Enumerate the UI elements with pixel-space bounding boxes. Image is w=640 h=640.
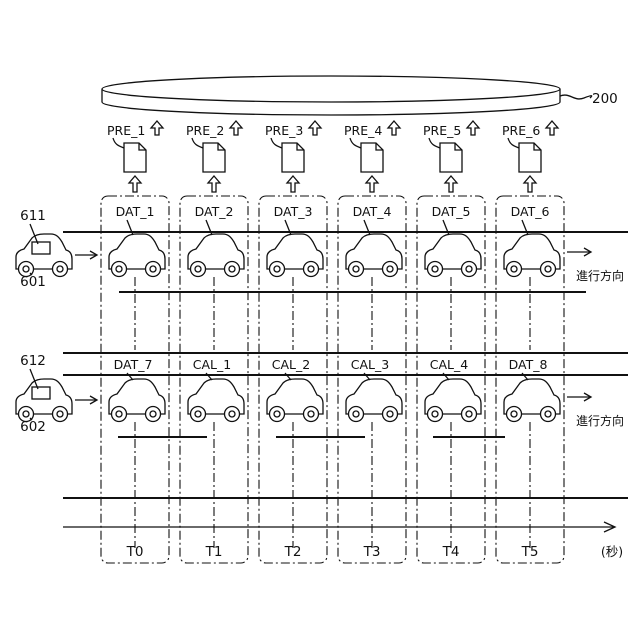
row1-car-5 <box>425 234 481 277</box>
pre-label-5: PRE_5 <box>423 123 461 138</box>
row2-cell-label-1: DAT_7 <box>114 357 153 372</box>
row2-cell-label-6: DAT_8 <box>509 357 548 372</box>
row1-car-1 <box>109 234 165 277</box>
pre-label-6: PRE_6 <box>502 123 540 138</box>
row2-unit-ref: 612 <box>20 353 46 369</box>
row2-car-2 <box>188 379 244 422</box>
row1-cell-label-4: DAT_4 <box>353 204 392 219</box>
row1-vehicle-ref: 601 <box>20 274 46 290</box>
row1-cell-label-2: DAT_2 <box>195 204 234 219</box>
time-label-6: T5 <box>521 544 539 560</box>
row2-car-4 <box>346 379 402 422</box>
row1-car-2 <box>188 234 244 277</box>
row2-cell-label-5: CAL_4 <box>430 357 468 372</box>
time-label-2: T1 <box>205 544 223 560</box>
pre-leader-6 <box>508 138 519 148</box>
pre-arrow-2 <box>230 121 242 135</box>
server-disk-top <box>102 76 560 102</box>
time-unit-label: (秒) <box>601 544 623 559</box>
row2-vehicle <box>16 379 72 422</box>
row2-car-6 <box>504 379 560 422</box>
row2-car-3 <box>267 379 323 422</box>
row2-car-5 <box>425 379 481 422</box>
row2-vehicle-ref: 602 <box>20 419 46 435</box>
row2-direction-label: 進行方向 <box>576 413 624 428</box>
row2-cell-label-3: CAL_2 <box>272 357 310 372</box>
pre-leader-3 <box>271 138 282 148</box>
row1-unit-ref: 611 <box>20 208 46 224</box>
row1-cell-label-3: DAT_3 <box>274 204 313 219</box>
upload-arrow-3 <box>287 176 299 192</box>
pre-arrow-5 <box>467 121 479 135</box>
pre-leader-1 <box>113 138 124 148</box>
time-label-4: T3 <box>363 544 381 560</box>
upload-arrow-2 <box>208 176 220 192</box>
pre-label-2: PRE_2 <box>186 123 224 138</box>
time-label-1: T0 <box>126 544 144 560</box>
row2-cell-label-4: CAL_3 <box>351 357 389 372</box>
pre-leader-2 <box>192 138 203 148</box>
time-label-5: T4 <box>442 544 460 560</box>
document-icon-3 <box>282 143 304 172</box>
upload-arrow-4 <box>366 176 378 192</box>
document-icon-2 <box>203 143 225 172</box>
pre-arrow-3 <box>309 121 321 135</box>
server-leader-line <box>560 95 592 99</box>
row1-car-6 <box>504 234 560 277</box>
row1-cell-label-6: DAT_6 <box>511 204 550 219</box>
row1-car-4 <box>346 234 402 277</box>
document-icon-6 <box>519 143 541 172</box>
row1-cell-label-5: DAT_5 <box>432 204 471 219</box>
server-ref-label: 200 <box>592 91 618 107</box>
row1-vehicle <box>16 234 72 277</box>
row1-cell-label-1: DAT_1 <box>116 204 155 219</box>
row1-direction-label: 進行方向 <box>576 268 624 283</box>
pre-arrow-1 <box>151 121 163 135</box>
pre-label-3: PRE_3 <box>265 123 303 138</box>
document-icon-1 <box>124 143 146 172</box>
upload-arrow-1 <box>129 176 141 192</box>
upload-arrow-6 <box>524 176 536 192</box>
document-icon-4 <box>361 143 383 172</box>
pre-leader-5 <box>429 138 440 148</box>
row1-car-3 <box>267 234 323 277</box>
pre-leader-4 <box>350 138 361 148</box>
row2-car-1 <box>109 379 165 422</box>
pre-label-1: PRE_1 <box>107 123 145 138</box>
row2-cell-label-2: CAL_1 <box>193 357 231 372</box>
upload-arrow-5 <box>445 176 457 192</box>
document-icon-5 <box>440 143 462 172</box>
pre-arrow-6 <box>546 121 558 135</box>
pre-label-4: PRE_4 <box>344 123 382 138</box>
time-label-3: T2 <box>284 544 302 560</box>
pre-arrow-4 <box>388 121 400 135</box>
